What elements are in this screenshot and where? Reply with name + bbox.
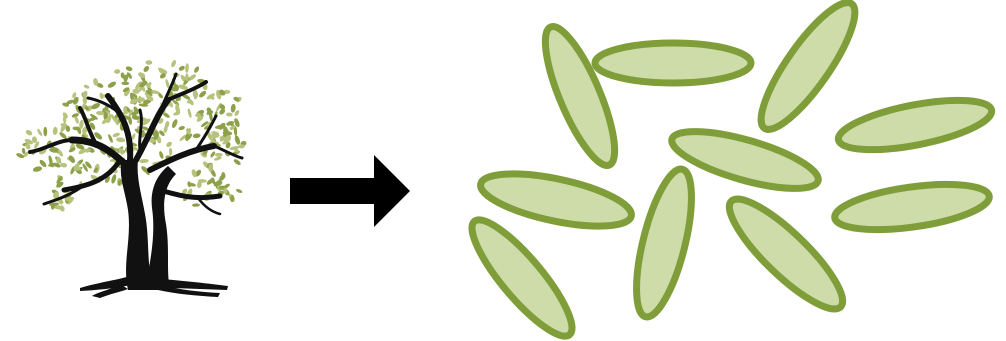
olive-leaf: [595, 43, 751, 83]
tree-leaf: [230, 104, 236, 113]
tree-leaf: [234, 135, 241, 146]
tree-leaf: [125, 66, 133, 72]
tree-leaf: [198, 90, 207, 99]
tree-leaf: [235, 188, 243, 194]
tree-leaf: [139, 159, 149, 163]
tree-leaf: [60, 162, 68, 168]
tree-leaf: [213, 156, 222, 162]
tree-leaf: [116, 137, 126, 143]
tree-leaf: [52, 127, 57, 136]
tree-leaf: [187, 181, 191, 188]
tree-leaf: [36, 128, 43, 137]
tree-leaf: [158, 151, 164, 160]
olive-leaf: [459, 208, 585, 341]
tree-leaf: [192, 203, 200, 207]
tree-leaf: [178, 65, 186, 72]
tree-leaf: [169, 148, 172, 156]
tree-leaf: [171, 118, 179, 128]
tree-leaf: [107, 80, 117, 89]
tree-leaf: [233, 158, 242, 166]
olive-leaf: [832, 176, 992, 237]
tree-leaf: [187, 108, 192, 118]
olive-leaf: [747, 0, 869, 140]
tree-leaf: [99, 92, 105, 99]
olive-tree-icon: [16, 59, 247, 298]
tree-leaf: [193, 66, 200, 74]
tree-leaf: [83, 84, 90, 89]
tree-leaf: [185, 63, 189, 73]
tree-leaf: [215, 153, 223, 157]
tree-leaf: [25, 129, 33, 136]
tree-leaf: [110, 174, 117, 184]
tree-leaf: [90, 102, 101, 111]
olive-leaf: [717, 186, 856, 322]
tree-leaf: [122, 82, 130, 86]
right-arrow-icon: [290, 155, 410, 227]
tree-leaf: [170, 59, 177, 68]
olive-leaf: [532, 19, 627, 173]
tree-leaf: [112, 132, 120, 138]
tree-leaf: [43, 127, 47, 137]
olive-leaves-icon: [459, 0, 995, 341]
tree-leaf: [226, 112, 233, 116]
tree-leaf: [178, 125, 185, 131]
tree-leaf: [145, 60, 152, 65]
tree-leaf: [32, 166, 42, 173]
olive-leaf: [835, 90, 996, 159]
olive-leaf: [625, 164, 703, 322]
tree-leaf: [165, 141, 173, 149]
tree-leaf: [114, 69, 120, 74]
tree-leaf: [193, 133, 201, 138]
tree-leaf: [107, 134, 114, 144]
tree-leaf: [142, 65, 150, 73]
tree-leaf: [58, 131, 67, 140]
